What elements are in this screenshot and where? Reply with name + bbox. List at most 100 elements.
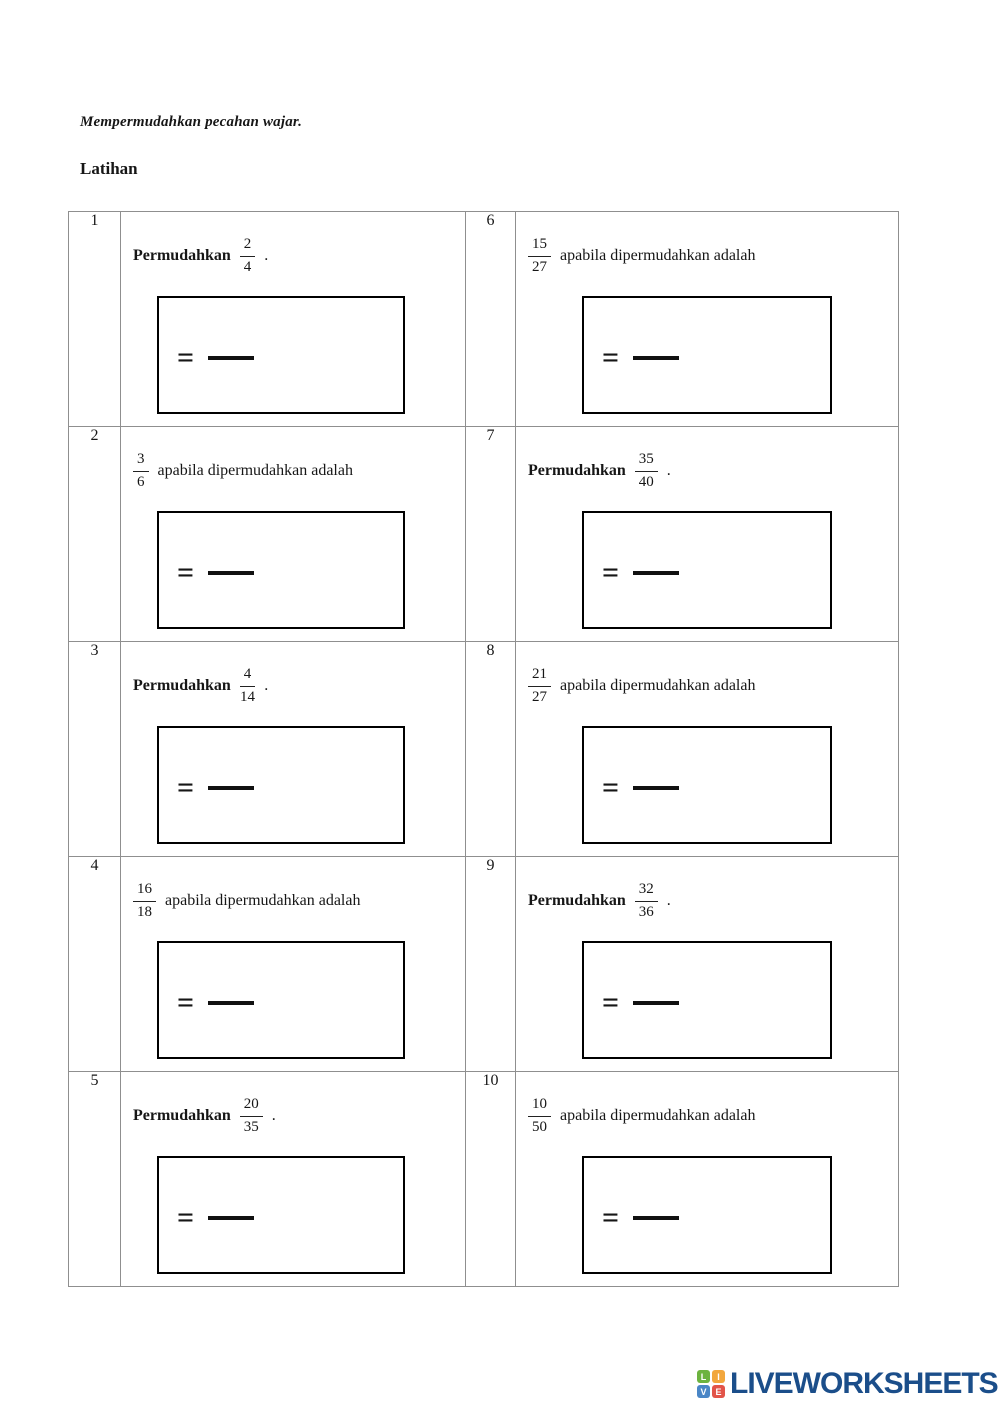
problem-number: 6 <box>465 211 516 427</box>
answer-box[interactable]: = <box>157 941 405 1059</box>
fraction: 2 4 <box>239 235 256 277</box>
fraction-denominator: 27 <box>532 258 547 275</box>
problem-cell: 10 50 apabila dipermudahkan adalah = <box>515 1071 899 1287</box>
answer-blank-line[interactable] <box>633 571 680 575</box>
answer-box[interactable]: = <box>582 941 832 1059</box>
answer-blank-line[interactable] <box>633 1216 680 1220</box>
logo-tile-l: L <box>697 1370 710 1383</box>
fraction-numerator: 2 <box>239 235 256 257</box>
answer-box[interactable]: = <box>582 726 832 844</box>
fraction-denominator: 35 <box>243 1118 259 1135</box>
logo-tile-e: E <box>712 1385 725 1398</box>
logo-tile-i: I <box>712 1370 725 1383</box>
problem-prefix: Permudahkan <box>528 462 626 479</box>
problem-cell: Permudahkan 35 40 . = <box>515 426 899 642</box>
fraction-numerator: 35 <box>634 450 658 472</box>
problem-suffix: . <box>264 247 269 264</box>
problem-prefix: Permudahkan <box>133 1107 231 1124</box>
problem-text: 21 27 apabila dipermudahkan adalah <box>516 642 898 714</box>
problem-suffix: apabila dipermudahkan adalah <box>165 892 361 909</box>
logo-tile-v: V <box>697 1385 710 1398</box>
answer-box[interactable]: = <box>157 1156 405 1274</box>
problem-text: Permudahkan 20 35 . <box>121 1072 465 1144</box>
worksheet-table: 1 Permudahkan 2 4 . = 6 15 27 <box>68 211 899 1287</box>
table-row: 5 Permudahkan 20 35 . = 10 10 50 <box>68 1071 899 1287</box>
problem-cell: 21 27 apabila dipermudahkan adalah = <box>515 641 899 857</box>
problem-suffix: . <box>666 462 671 479</box>
fraction-denominator: 18 <box>137 903 152 920</box>
fraction: 21 27 <box>528 665 551 707</box>
equals-sign: = <box>177 556 195 589</box>
equals-sign: = <box>602 556 620 589</box>
fraction: 15 27 <box>528 235 551 277</box>
table-row: 1 Permudahkan 2 4 . = 6 15 27 <box>68 211 899 427</box>
problem-cell: 3 6 apabila dipermudahkan adalah = <box>120 426 466 642</box>
answer-box[interactable]: = <box>582 1156 832 1274</box>
fraction: 32 36 <box>634 880 658 922</box>
problem-suffix: apabila dipermudahkan adalah <box>560 247 756 264</box>
problem-number: 10 <box>465 1071 516 1287</box>
problem-cell: Permudahkan 20 35 . = <box>120 1071 466 1287</box>
answer-box[interactable]: = <box>157 726 405 844</box>
fraction-numerator: 32 <box>634 880 658 902</box>
problem-cell: Permudahkan 2 4 . = <box>120 211 466 427</box>
answer-box[interactable]: = <box>582 296 832 414</box>
problem-prefix: Permudahkan <box>133 247 231 264</box>
liveworksheets-logo: L I V E LIVEWORKSHEETS <box>697 1369 999 1399</box>
problem-cell: 16 18 apabila dipermudahkan adalah = <box>120 856 466 1072</box>
equals-sign: = <box>602 1201 620 1234</box>
problem-number: 5 <box>68 1071 121 1287</box>
equals-sign: = <box>177 986 195 1019</box>
problem-prefix: Permudahkan <box>528 892 626 909</box>
problem-text: Permudahkan 4 14 . <box>121 642 465 714</box>
answer-blank-line[interactable] <box>208 571 255 575</box>
equals-sign: = <box>602 341 620 374</box>
table-row: 4 16 18 apabila dipermudahkan adalah = 9… <box>68 856 899 1072</box>
fraction-denominator: 14 <box>240 688 256 705</box>
answer-box[interactable]: = <box>157 511 405 629</box>
answer-blank-line[interactable] <box>208 356 255 360</box>
problem-suffix: apabila dipermudahkan adalah <box>157 462 353 479</box>
answer-blank-line[interactable] <box>208 1001 255 1005</box>
problem-number: 4 <box>68 856 121 1072</box>
answer-blank-line[interactable] <box>208 786 255 790</box>
problem-text: Permudahkan 32 36 . <box>516 857 898 929</box>
problem-suffix: . <box>264 677 269 694</box>
page-subtitle: Mempermudahkan pecahan wajar. <box>80 114 303 130</box>
fraction-numerator: 20 <box>239 1095 263 1117</box>
answer-box[interactable]: = <box>157 296 405 414</box>
fraction-denominator: 36 <box>638 903 654 920</box>
problem-number: 3 <box>68 641 121 857</box>
fraction-numerator: 3 <box>133 450 149 472</box>
fraction-denominator: 50 <box>532 1118 547 1135</box>
fraction: 16 18 <box>133 880 156 922</box>
problem-suffix: apabila dipermudahkan adalah <box>560 1107 756 1124</box>
problem-suffix: apabila dipermudahkan adalah <box>560 677 756 694</box>
fraction-numerator: 4 <box>239 665 256 687</box>
fraction: 3 6 <box>133 450 149 492</box>
section-title: Latihan <box>80 159 138 178</box>
answer-box[interactable]: = <box>582 511 832 629</box>
answer-blank-line[interactable] <box>208 1216 255 1220</box>
problem-text: 16 18 apabila dipermudahkan adalah <box>121 857 465 929</box>
problem-number: 1 <box>68 211 121 427</box>
problem-number: 2 <box>68 426 121 642</box>
fraction-denominator: 27 <box>532 688 547 705</box>
problem-cell: Permudahkan 32 36 . = <box>515 856 899 1072</box>
equals-sign: = <box>602 771 620 804</box>
answer-blank-line[interactable] <box>633 1001 680 1005</box>
problem-text: Permudahkan 35 40 . <box>516 427 898 499</box>
fraction-denominator: 40 <box>638 473 654 490</box>
fraction: 20 35 <box>239 1095 263 1137</box>
answer-blank-line[interactable] <box>633 356 680 360</box>
table-row: 2 3 6 apabila dipermudahkan adalah = 7 P… <box>68 426 899 642</box>
fraction-numerator: 16 <box>133 880 156 902</box>
fraction: 10 50 <box>528 1095 551 1137</box>
problem-number: 8 <box>465 641 516 857</box>
liveworksheets-logo-icon: L I V E <box>697 1370 725 1398</box>
equals-sign: = <box>602 986 620 1019</box>
equals-sign: = <box>177 341 195 374</box>
answer-blank-line[interactable] <box>633 786 680 790</box>
problem-text: 15 27 apabila dipermudahkan adalah <box>516 212 898 284</box>
fraction: 35 40 <box>634 450 658 492</box>
